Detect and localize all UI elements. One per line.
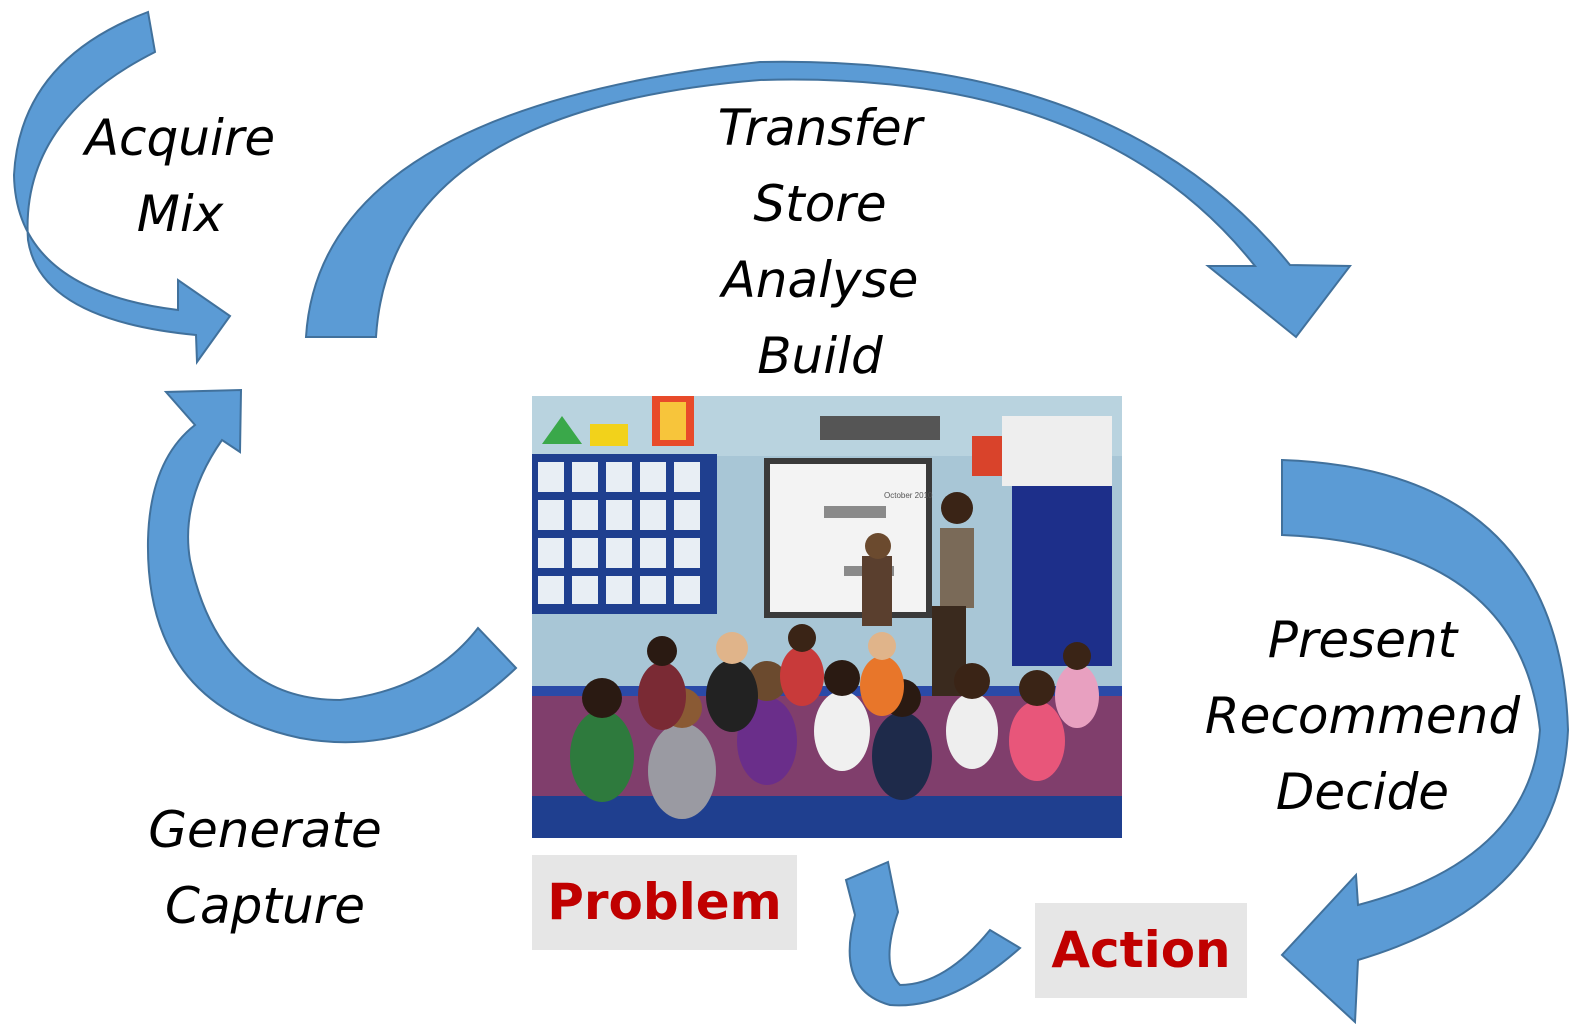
arrow-generate-capture xyxy=(146,388,518,744)
arrow-transfer-build xyxy=(304,60,1352,339)
label-generate: Generate xyxy=(148,801,382,859)
label-store: Store xyxy=(753,175,887,233)
label-acquire: Acquire xyxy=(84,109,276,167)
label-analyse: Analyse xyxy=(721,251,919,309)
arrow-present-decide xyxy=(1280,458,1570,1024)
label-build: Build xyxy=(757,327,883,385)
label-capture: Capture xyxy=(165,877,365,935)
classroom-photo: October 2010 xyxy=(532,396,1122,838)
label-present-decide: Present Recommend Decide xyxy=(1190,602,1535,830)
label-generate-capture: Generate Capture xyxy=(115,792,415,944)
arrow-acquire-mix xyxy=(12,10,232,365)
label-recommend: Recommend xyxy=(1204,687,1521,745)
label-transfer: Transfer xyxy=(717,99,923,157)
problem-tag: Problem xyxy=(532,855,797,950)
label-decide: Decide xyxy=(1275,763,1450,821)
arrow-action-problem xyxy=(844,860,1022,1007)
board-text: October 2010 xyxy=(884,491,933,500)
label-acquire-mix: Acquire Mix xyxy=(60,100,300,252)
label-mix: Mix xyxy=(136,185,224,243)
action-tag: Action xyxy=(1035,903,1247,998)
label-present: Present xyxy=(1267,611,1458,669)
label-transfer-build: Transfer Store Analyse Build xyxy=(660,90,980,394)
